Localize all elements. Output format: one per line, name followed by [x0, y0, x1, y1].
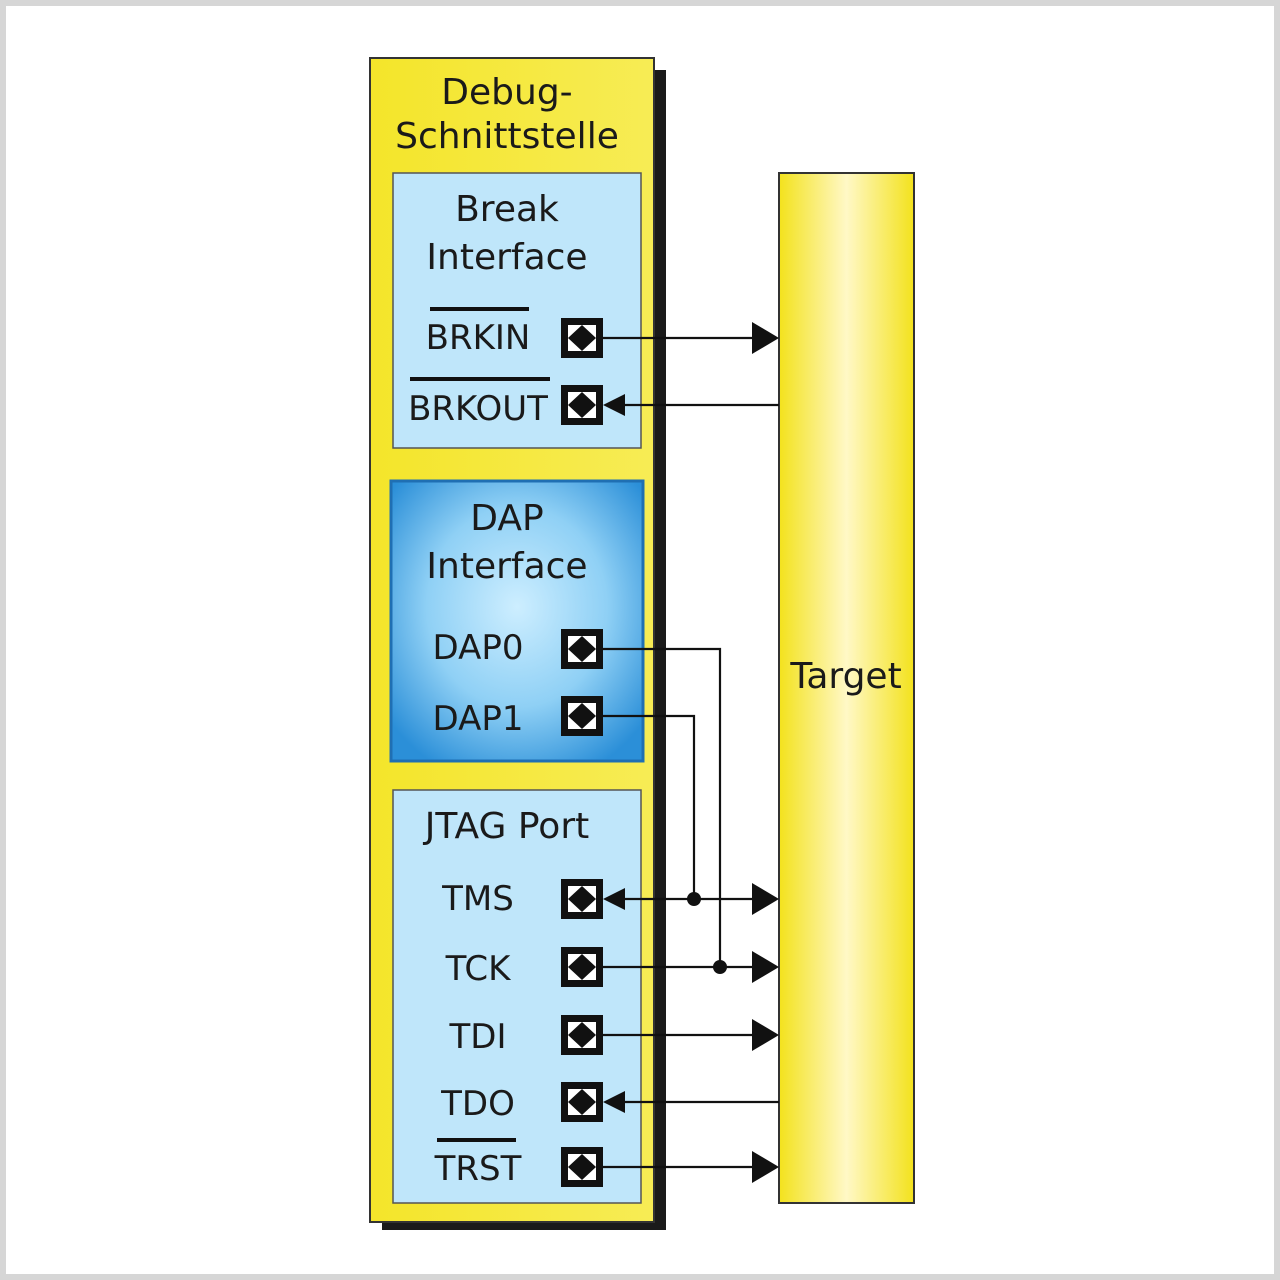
- junction-tms: [687, 892, 701, 906]
- break-interface-title-line2: Interface: [426, 237, 587, 278]
- connector-brkin: [561, 318, 603, 358]
- dap-interface-title-line1: DAP: [470, 498, 543, 539]
- pin-label-brkin: BRKIN: [426, 318, 531, 358]
- connector-tdo: [561, 1082, 603, 1122]
- junction-tck: [713, 960, 727, 974]
- pin-connectors: [561, 318, 603, 1187]
- pin-label-dap1: DAP1: [433, 699, 524, 739]
- arrow-tck: [752, 951, 779, 983]
- connector-tms: [561, 879, 603, 919]
- arrow-tms-left: [603, 888, 625, 910]
- dap-interface-title-line2: Interface: [426, 546, 587, 587]
- arrow-tms-right: [752, 883, 779, 915]
- connector-tck: [561, 947, 603, 987]
- arrow-trst: [752, 1151, 779, 1183]
- arrow-tdi: [752, 1019, 779, 1051]
- connector-dap0: [561, 629, 603, 669]
- connector-tdi: [561, 1015, 603, 1055]
- connector-brkout: [561, 385, 603, 425]
- arrow-brkin: [752, 322, 779, 354]
- pin-label-dap0: DAP0: [433, 628, 524, 668]
- connector-trst: [561, 1147, 603, 1187]
- arrow-brkout: [603, 394, 625, 416]
- pin-label-tck: TCK: [445, 949, 513, 989]
- pin-label-trst: TRST: [434, 1149, 522, 1189]
- pin-label-brkout: BRKOUT: [408, 389, 548, 429]
- connector-dap1: [561, 696, 603, 736]
- wire-dap0: [602, 647, 722, 967]
- jtag-port-block: [392, 789, 642, 1204]
- wires: [602, 322, 779, 1183]
- pin-label-tms: TMS: [441, 879, 514, 919]
- target-label: Target: [789, 656, 901, 697]
- debug-interface-title-line1: Debug-: [441, 72, 572, 113]
- wire-dap1: [602, 714, 696, 899]
- pin-label-tdo: TDO: [440, 1084, 515, 1124]
- pin-label-tdi: TDI: [449, 1017, 507, 1057]
- break-interface-title-line1: Break: [455, 189, 559, 230]
- debug-interface-title-line2: Schnittstelle: [395, 116, 619, 157]
- jtag-port-title: JTAG Port: [423, 806, 590, 847]
- arrow-tdo: [603, 1091, 625, 1113]
- target-block: [778, 172, 915, 1204]
